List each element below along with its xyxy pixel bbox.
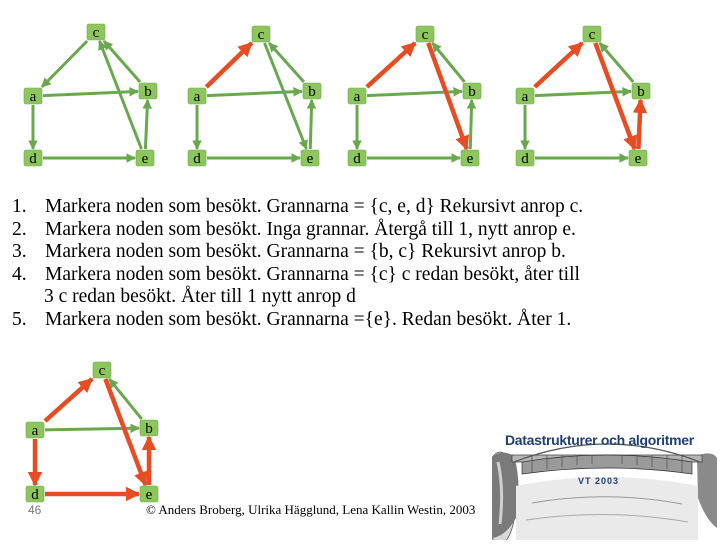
node-label: e [307,151,314,167]
node-b: b [139,83,157,100]
node-label: a [522,89,529,105]
node-c: c [93,362,111,379]
node-label: c [422,27,429,43]
edge-e-b [638,100,640,149]
step-continuation: 3 c redan besökt. Åter till 1 nytt anrop… [12,286,712,309]
node-label: d [193,151,201,167]
node-b: b [463,83,481,100]
node-label: a [194,89,201,105]
step-number: 4. [12,264,45,287]
node-d: d [516,150,534,167]
node-e: e [140,486,158,503]
edge-c-e [105,379,145,485]
node-d: d [26,486,44,503]
edge-a-b [207,91,302,95]
graph-step-5: a b c d e [26,362,158,503]
node-d: d [188,150,206,167]
node-label: b [468,84,476,100]
node-d: d [348,150,366,167]
step-number: 2. [12,219,45,242]
node-b: b [140,420,158,437]
edge-a-c [45,379,92,421]
edge-e-c [100,41,142,149]
node-c: c [252,26,270,43]
node-label: a [354,89,361,105]
step-text: Markera noden som besökt. Grannarna ={e}… [45,309,571,332]
edge-c-e [428,43,466,149]
node-label: c [589,27,596,43]
logo-subtitle: VT 2003 [578,476,619,486]
node-c: c [87,24,105,41]
node-a: a [348,88,366,105]
step-number: 5. [12,309,45,332]
edge-e-b [145,100,147,149]
node-a: a [26,422,44,439]
node-label: b [145,421,153,437]
edge-a-c [535,43,583,87]
node-label: d [521,151,529,167]
node-c: c [416,26,434,43]
node-a: a [24,88,42,105]
step-number: 1. [12,196,45,219]
copyright-text: © Anders Broberg, Ulrika Hägglund, Lena … [146,502,475,518]
course-logo: Datastrukturer och algoritmer VT 2003 [492,428,717,540]
node-a: a [516,88,534,105]
node-e: e [301,150,319,167]
step-number: 3. [12,241,45,264]
edge-a-b [43,91,138,95]
edge-e-b [470,100,471,149]
step-item: 5.Markera noden som besökt. Grannarna ={… [12,309,712,332]
node-label: c [258,27,265,43]
edge-a-c [206,43,251,87]
node-label: d [29,151,37,167]
node-label: e [635,151,642,167]
step-item: 1.Markera noden som besökt. Grannarna = … [12,196,712,219]
node-label: d [31,487,39,503]
node-a: a [188,88,206,105]
node-label: c [99,363,106,379]
graph-step-3: a b c d e [348,26,481,167]
step-item: 4.Markera noden som besökt. Grannarna = … [12,264,712,287]
node-e: e [629,150,647,167]
node-c: c [583,26,601,43]
edge-b-c [269,43,304,82]
node-label: a [32,423,39,439]
node-b: b [303,83,321,100]
step-text: Markera noden som besökt. Inga grannar. … [45,219,576,242]
graph-step-4: a b c d e [516,26,650,167]
node-label: e [467,151,474,167]
slide-number: 46 [28,503,41,517]
step-text: Markera noden som besökt. Grannarna = {c… [45,196,583,219]
step-item: 2.Markera noden som besökt. Inga grannar… [12,219,712,242]
edge-c-e [265,43,307,149]
logo-title: Datastrukturer och algoritmer [505,432,694,448]
node-label: e [146,487,153,503]
step-text: Markera noden som besökt. Grannarna = {b… [45,241,566,264]
step-item: 3.Markera noden som besökt. Grannarna = … [12,241,712,264]
node-label: d [353,151,361,167]
node-e: e [461,150,479,167]
graph-step-2: a b c d e [188,26,321,167]
node-b: b [632,83,650,100]
node-e: e [136,150,154,167]
edge-c-a [42,41,87,87]
edge-e-b [310,100,311,149]
node-label: b [637,84,645,100]
step-text: 3 c redan besökt. Åter till 1 nytt anrop… [12,286,356,309]
edge-b-c [104,41,140,82]
edge-a-c [367,43,415,87]
node-label: b [144,84,152,100]
node-label: b [308,84,316,100]
node-label: e [142,151,149,167]
node-label: c [93,25,100,41]
node-d: d [24,150,42,167]
graph-step-1: a b c d e [24,24,157,167]
step-text: Markera noden som besökt. Grannarna = {c… [45,264,580,287]
step-list: 1.Markera noden som besökt. Grannarna = … [12,196,712,331]
node-label: a [30,89,37,105]
